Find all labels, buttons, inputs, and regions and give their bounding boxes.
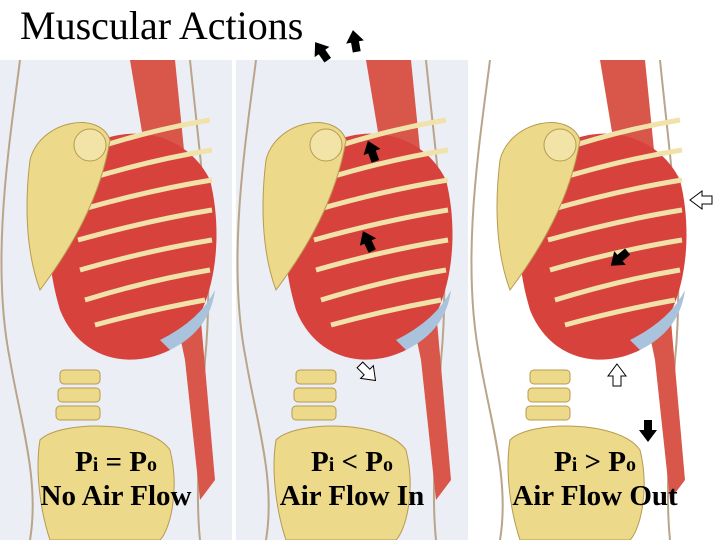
arrow-up-icon	[344, 28, 366, 54]
panel-inspiration: Pi < Po Air Flow In	[236, 60, 468, 540]
panel-expiration: Pi > Po Air Flow Out	[470, 60, 720, 540]
airflow-label: No Air Flow	[40, 480, 192, 512]
airflow-label: Air Flow In	[279, 480, 425, 512]
airflow-label: Air Flow Out	[512, 480, 678, 512]
panel-rest: Pi = Po No Air Flow	[0, 60, 232, 540]
pressure-equation: Pi = Po	[74, 446, 158, 478]
pressure-equation: Pi > Po	[553, 446, 637, 478]
slide-title: Muscular Actions	[20, 3, 304, 48]
pressure-equation: Pi < Po	[310, 446, 394, 478]
